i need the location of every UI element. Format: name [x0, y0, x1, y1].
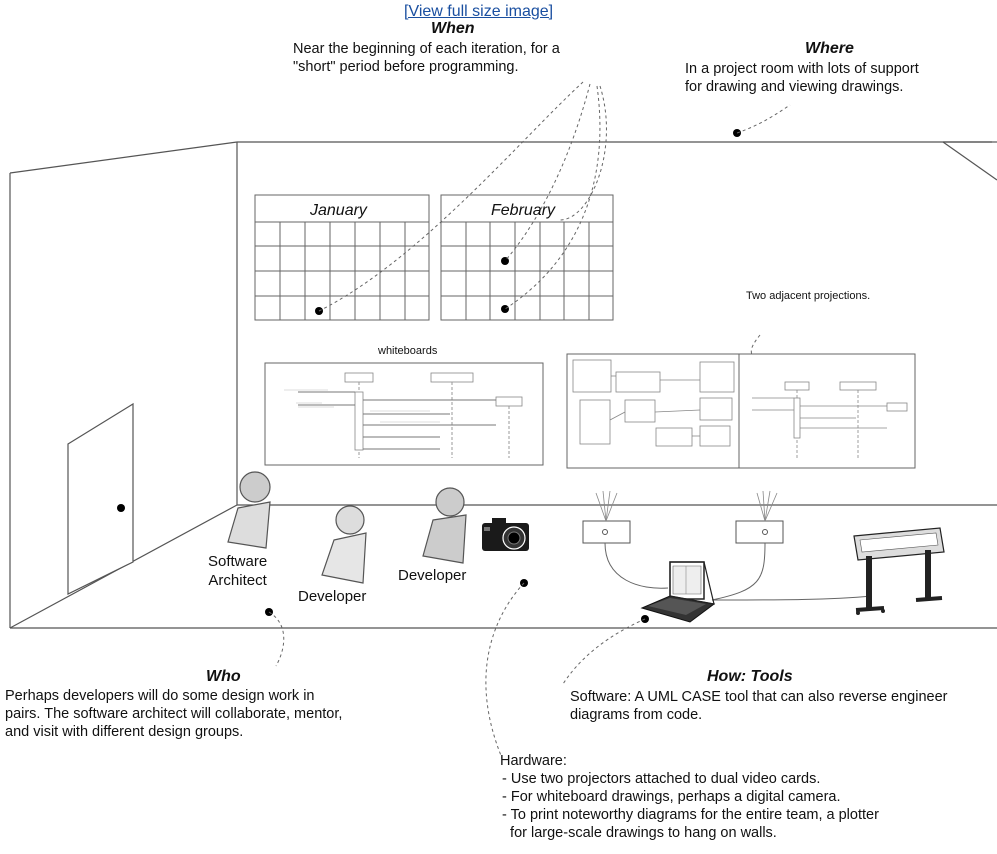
hardware-item-2: - For whiteboard drawings, perhaps a dig… [502, 789, 841, 805]
where-heading: Where [805, 40, 854, 57]
developer-figure-1 [321, 505, 367, 584]
calendar-february [440, 194, 614, 321]
hardware-item-3-continued: for large-scale drawings to hang on wall… [502, 825, 777, 841]
when-line-1: Near the beginning of each iteration, fo… [293, 41, 560, 57]
laptop-icon [640, 561, 716, 623]
whiteboards-label: whiteboards [378, 345, 438, 357]
projector-cables [604, 542, 873, 601]
callout-lines [268, 81, 791, 759]
calendar-january-label: January [310, 202, 367, 219]
door [67, 402, 134, 595]
how-software-line-2: diagrams from code. [570, 707, 703, 723]
how-software-line-1: Software: A UML CASE tool that can also … [570, 689, 948, 705]
where-line-2: for drawing and viewing drawings. [685, 79, 904, 95]
who-line-1: Perhaps developers will do some design w… [5, 688, 315, 704]
hardware-item-1: - Use two projectors attached to dual vi… [502, 771, 821, 787]
when-heading: When [431, 20, 475, 37]
how-tools-heading: How: Tools [707, 668, 793, 685]
software-architect-label: Software Architect [208, 552, 267, 590]
software-architect-label-line-2: Architect [208, 572, 267, 589]
whiteboard [264, 362, 544, 466]
calendar-february-label: February [491, 202, 556, 219]
projector-right [735, 490, 784, 544]
hardware-item-3: - To print noteworthy diagrams for the e… [502, 807, 879, 823]
calendar-january [254, 194, 430, 321]
view-full-size-link[interactable]: [View full size image] [404, 3, 554, 20]
when-line-2: "short" period before programming. [293, 59, 519, 75]
software-architect-figure [227, 471, 271, 549]
developer-figure-2 [422, 487, 467, 564]
two-adjacent-projections-label: Two adjacent projections. [746, 290, 871, 302]
projector-left [582, 490, 631, 544]
developer-label-1: Developer [298, 588, 367, 605]
where-line-1: In a project room with lots of support [685, 61, 919, 77]
plotter-icon [853, 527, 945, 615]
camera-icon [482, 518, 529, 551]
who-line-2: pairs. The software architect will colla… [5, 706, 343, 722]
projection-screen [566, 353, 916, 469]
who-heading: Who [206, 668, 241, 685]
developer-label-2: Developer [398, 567, 467, 584]
software-architect-label-line-1: Software [208, 553, 268, 570]
hardware-heading: Hardware: [500, 753, 567, 769]
room-outline [9, 141, 997, 629]
who-line-3: and visit with different design groups. [5, 724, 244, 740]
